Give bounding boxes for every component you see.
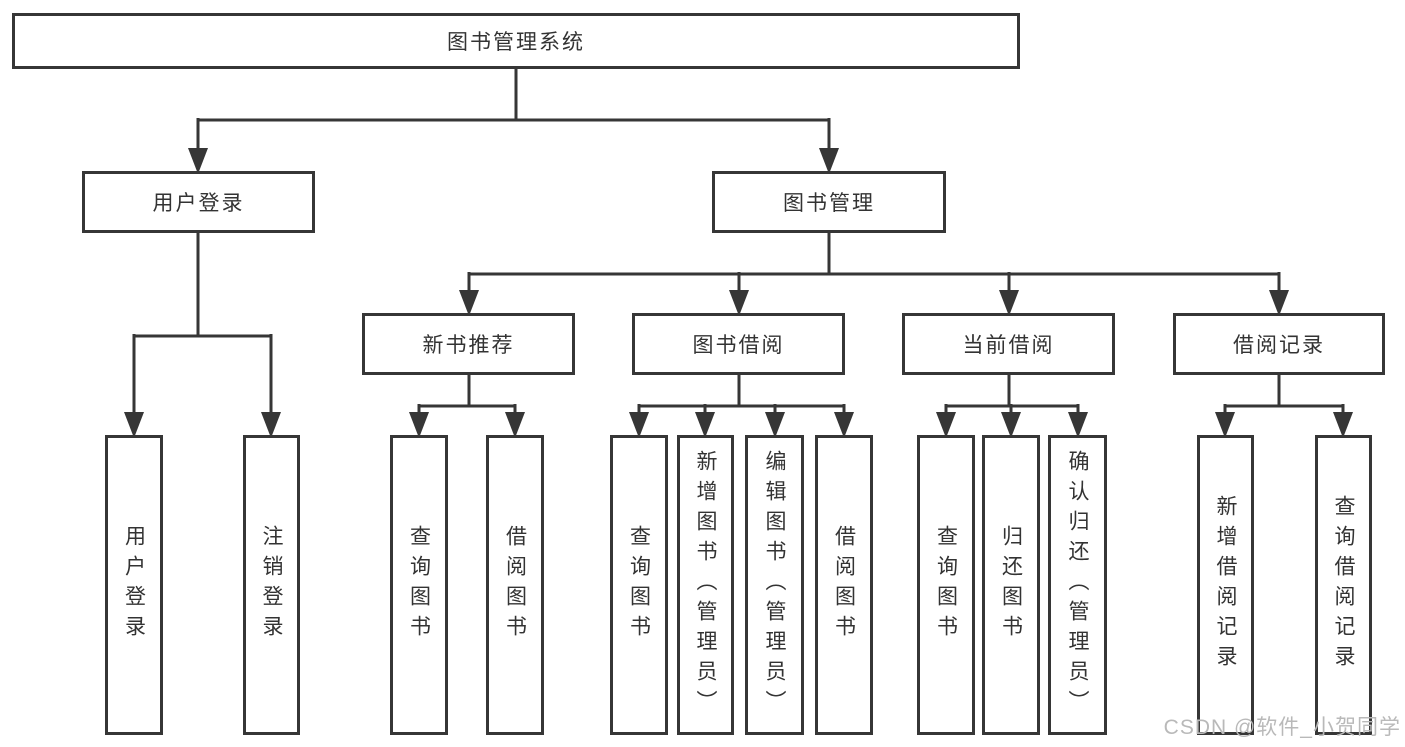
arrowhead-icon — [1215, 412, 1235, 438]
leaf-query-books-recommend: 查询图书 — [390, 435, 448, 735]
leaf-label: 查询图书 — [407, 525, 431, 645]
arrowhead-icon — [409, 412, 429, 438]
leaf-label: 用户登录 — [122, 525, 146, 645]
node-borrow-records: 借阅记录 — [1173, 313, 1385, 375]
leaf-return-books: 归还图书 — [982, 435, 1040, 735]
node-book-management: 图书管理 — [712, 171, 946, 233]
leaf-logout: 注销登录 — [243, 435, 300, 735]
leaf-label: 借阅图书 — [832, 525, 856, 645]
leaf-user-login: 用户登录 — [105, 435, 163, 735]
arrowhead-icon — [729, 290, 749, 316]
arrowheads — [124, 148, 1353, 438]
node-user-login: 用户登录 — [82, 171, 315, 233]
leaf-query-borrow-record: 查询借阅记录 — [1315, 435, 1372, 735]
leaf-label: 确认归还（管理员） — [1066, 450, 1089, 720]
leaf-label: 查询图书 — [934, 525, 958, 645]
node-current-borrowing: 当前借阅 — [902, 313, 1115, 375]
leaf-label: 借阅图书 — [503, 525, 527, 645]
leaf-label: 查询借阅记录 — [1332, 495, 1355, 675]
arrowhead-icon — [1333, 412, 1353, 438]
leaf-borrow-books-borrowing: 借阅图书 — [815, 435, 873, 735]
leaf-borrow-books-recommend: 借阅图书 — [486, 435, 544, 735]
leaf-query-books-borrowing: 查询图书 — [610, 435, 668, 735]
node-new-book-recommend: 新书推荐 — [362, 313, 575, 375]
arrowhead-icon — [999, 290, 1019, 316]
arrowhead-icon — [629, 412, 649, 438]
leaf-edit-books-admin: 编辑图书（管理员） — [745, 435, 804, 735]
leaf-label: 归还图书 — [999, 525, 1023, 645]
leaf-label: 新增借阅记录 — [1214, 495, 1237, 675]
arrowhead-icon — [188, 148, 208, 174]
leaf-add-borrow-record: 新增借阅记录 — [1197, 435, 1254, 735]
arrowhead-icon — [505, 412, 525, 438]
arrowhead-icon — [1269, 290, 1289, 316]
node-book-borrowing: 图书借阅 — [632, 313, 845, 375]
node-root: 图书管理系统 — [12, 13, 1020, 69]
arrowhead-icon — [1001, 412, 1021, 438]
connector-lines — [132, 69, 1345, 414]
arrowhead-icon — [459, 290, 479, 316]
csdn-watermark: CSDN @软件_小贺同学 — [1163, 716, 1401, 739]
arrowhead-icon — [819, 148, 839, 174]
arrowhead-icon — [834, 412, 854, 438]
leaf-add-books-admin: 新增图书（管理员） — [677, 435, 734, 735]
leaf-label: 查询图书 — [627, 525, 651, 645]
arrowhead-icon — [695, 412, 715, 438]
leaf-confirm-return-admin: 确认归还（管理员） — [1048, 435, 1107, 735]
arrowhead-icon — [1068, 412, 1088, 438]
arrowhead-icon — [936, 412, 956, 438]
arrowhead-icon — [124, 412, 144, 438]
leaf-label: 注销登录 — [260, 525, 283, 645]
leaf-label: 编辑图书（管理员） — [763, 450, 786, 720]
arrowhead-icon — [765, 412, 785, 438]
leaf-query-books-current: 查询图书 — [917, 435, 975, 735]
leaf-label: 新增图书（管理员） — [694, 450, 717, 720]
arrowhead-icon — [261, 412, 281, 438]
